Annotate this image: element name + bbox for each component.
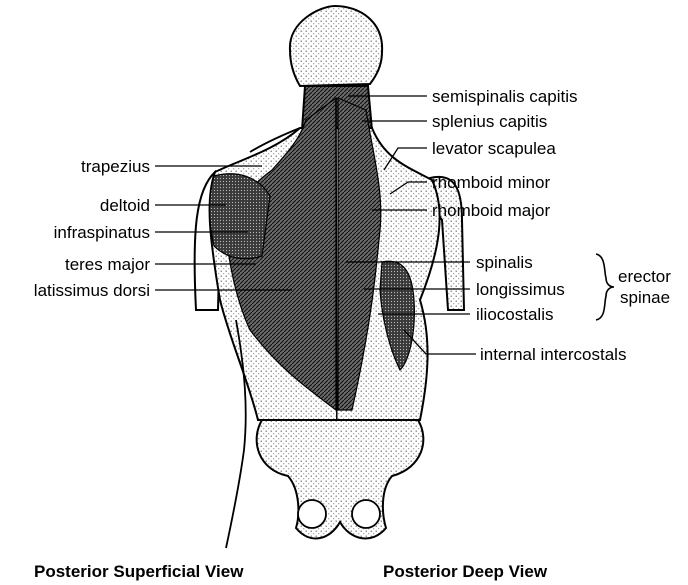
right-hip-socket (352, 500, 380, 528)
label-internal-intercostals: internal intercostals (480, 345, 626, 364)
skull (290, 6, 382, 86)
label-spinae: spinae (620, 288, 670, 307)
label-rhomboid-minor: rhomboid minor (432, 173, 550, 192)
pelvis (257, 420, 424, 538)
label-trapezius: trapezius (81, 157, 150, 176)
erector-spinae-brace (596, 254, 614, 320)
label-semispinalis-capitis: semispinalis capitis (432, 87, 578, 106)
figure-body (195, 6, 464, 548)
label-longissimus: longissimus (476, 280, 565, 299)
label-latissimus-dorsi: latissimus dorsi (34, 281, 150, 300)
label-splenius-capitis: splenius capitis (432, 112, 547, 131)
label-levator-scapulea: levator scapulea (432, 139, 556, 158)
left-hip-socket (298, 500, 326, 528)
deltoid-region (210, 174, 271, 259)
label-teres-major: teres major (65, 255, 150, 274)
label-iliocostalis: iliocostalis (476, 305, 553, 324)
label-deltoid: deltoid (100, 196, 150, 215)
label-rhomboid-major: rhomboid major (432, 201, 550, 220)
label-infraspinatus: infraspinatus (54, 223, 150, 242)
label-spinalis: spinalis (476, 253, 533, 272)
label-erector: erector (618, 267, 671, 286)
caption-superficial-view: Posterior Superficial View (34, 562, 244, 581)
caption-deep-view: Posterior Deep View (383, 562, 548, 581)
